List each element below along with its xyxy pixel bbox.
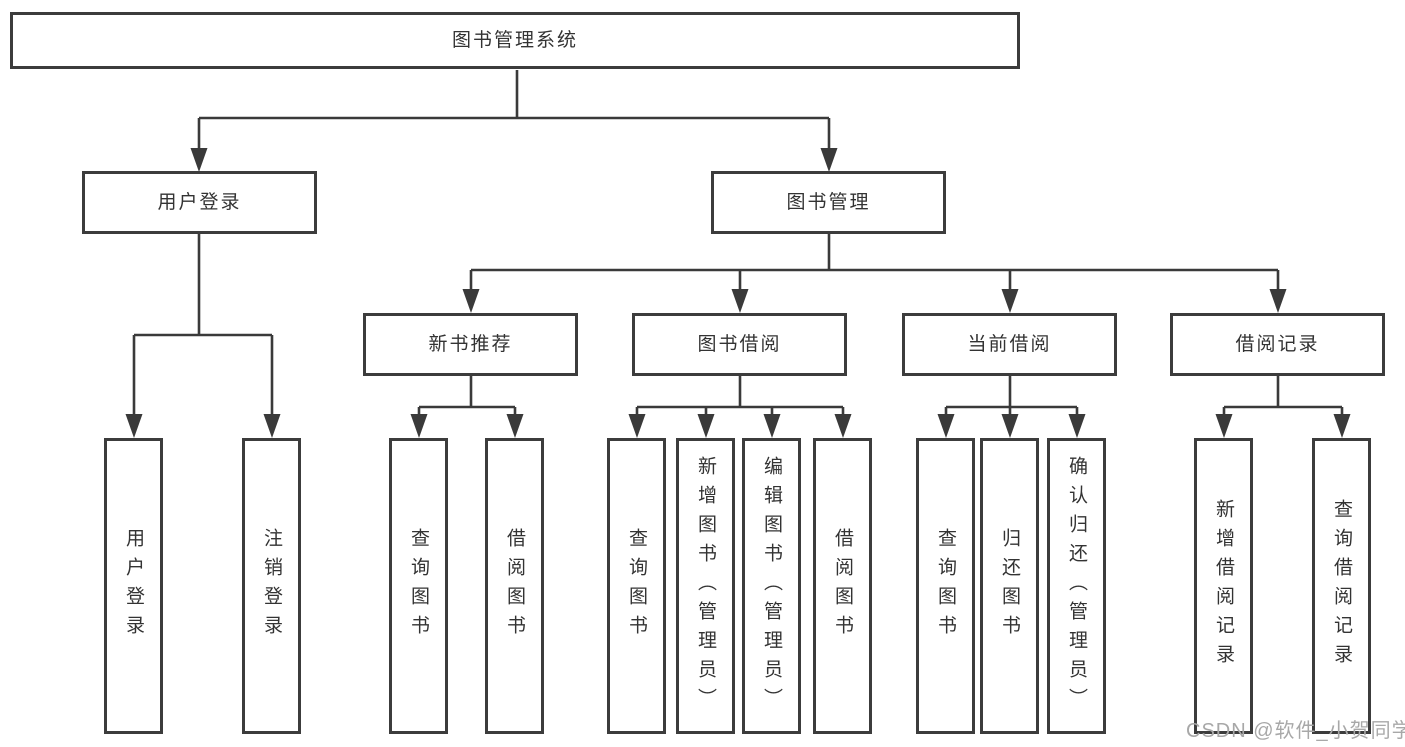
- connector-newbook-to-leaves: [410, 376, 524, 438]
- arrowhead: [125, 414, 143, 438]
- arrowhead: [1001, 289, 1019, 313]
- node-borrow-records: 借阅记录: [1170, 313, 1385, 376]
- node-new-book-recommend: 新书推荐: [363, 313, 578, 376]
- leaf-borrow-books-recommend: 借阅图书: [485, 438, 544, 734]
- leaf-query-books-recommend: 查询图书: [389, 438, 448, 734]
- node-root: 图书管理系统: [10, 12, 1020, 69]
- leaf-logout: 注销登录: [242, 438, 301, 734]
- connector-currentborrow-to-leaves: [937, 376, 1086, 438]
- connector-userlogin-to-leaves: [125, 234, 281, 438]
- arrowhead: [462, 289, 480, 313]
- arrowhead: [697, 414, 715, 438]
- leaf-return-books: 归还图书: [980, 438, 1039, 734]
- leaf-borrow-books: 借阅图书: [813, 438, 872, 734]
- arrowhead: [190, 148, 208, 172]
- node-book-borrow: 图书借阅: [632, 313, 847, 376]
- leaf-edit-books-admin: 编辑图书（管理员）: [742, 438, 801, 734]
- arrowhead: [410, 414, 428, 438]
- arrowhead: [628, 414, 646, 438]
- arrowhead: [1215, 414, 1233, 438]
- arrowhead: [834, 414, 852, 438]
- node-current-borrow: 当前借阅: [902, 313, 1117, 376]
- connector-bookborrow-to-leaves: [628, 376, 852, 438]
- leaf-add-books-admin: 新增图书（管理员）: [676, 438, 735, 734]
- connector-borrowrecord-to-leaves: [1215, 376, 1351, 438]
- leaf-query-books-current: 查询图书: [916, 438, 975, 734]
- arrowhead: [1001, 414, 1019, 438]
- arrowhead: [731, 289, 749, 313]
- connector-root-to-level2: [190, 70, 838, 172]
- watermark: CSDN @软件_小贺同学: [1186, 720, 1405, 742]
- arrowhead: [263, 414, 281, 438]
- arrowhead: [506, 414, 524, 438]
- arrowhead: [937, 414, 955, 438]
- leaf-user-login: 用户登录: [104, 438, 163, 734]
- arrowhead: [820, 148, 838, 172]
- node-book-management: 图书管理: [711, 171, 946, 234]
- leaf-confirm-return-admin: 确认归还（管理员）: [1047, 438, 1106, 734]
- arrowhead: [1333, 414, 1351, 438]
- leaf-add-borrow-record: 新增借阅记录: [1194, 438, 1253, 734]
- arrowhead: [1068, 414, 1086, 438]
- node-user-login: 用户登录: [82, 171, 317, 234]
- leaf-query-borrow-record: 查询借阅记录: [1312, 438, 1371, 734]
- leaf-query-books-borrow: 查询图书: [607, 438, 666, 734]
- connector-bookmgmt-to-level3: [462, 234, 1287, 313]
- arrowhead: [763, 414, 781, 438]
- arrowhead: [1269, 289, 1287, 313]
